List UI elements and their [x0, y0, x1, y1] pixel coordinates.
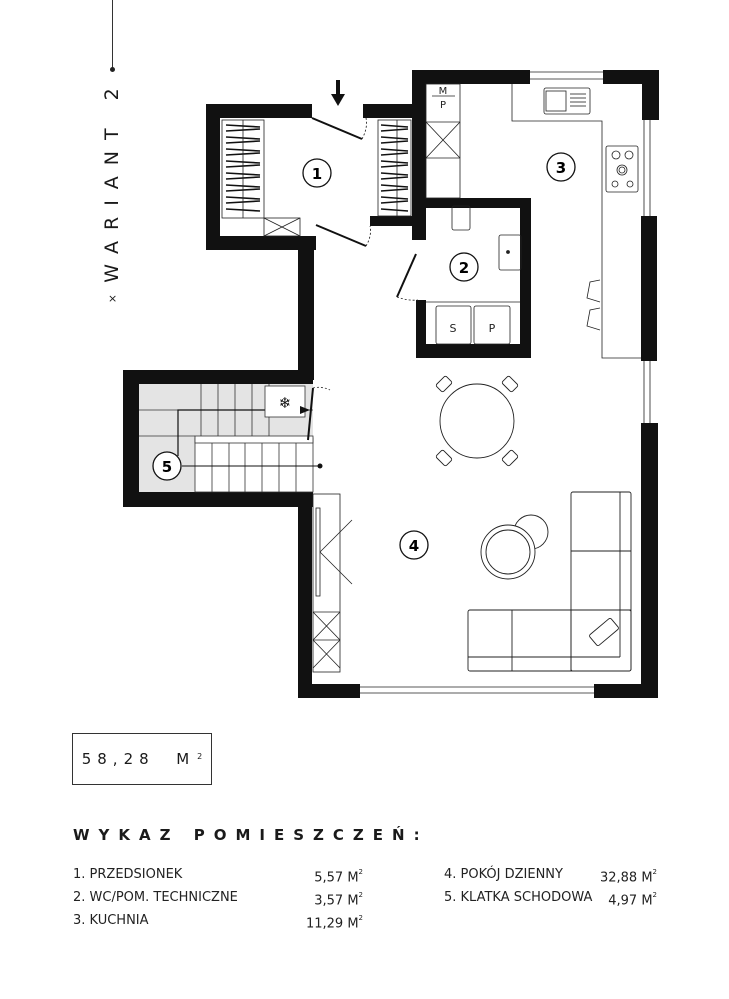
room-name: 5. KLATKA SCHODOWA [444, 890, 593, 905]
room-name: 2. WC/POM. TECHNICZNE [73, 890, 238, 905]
room-row: 5. KLATKA SCHODOWA 4,97 M2 [444, 889, 657, 912]
dryer-label: P [489, 322, 496, 335]
room-number-3: 3 [556, 159, 566, 177]
total-area-unit: M [176, 750, 196, 768]
rooms-list-title: WYKAZ POMIESZCZEŃ: [73, 826, 429, 844]
total-area-value: 58,28 [81, 750, 155, 768]
room-row: 3. KUCHNIA 11,29 M2 [73, 912, 363, 935]
side-divider-line [112, 0, 113, 70]
rooms-list-column-2: 4. POKÓJ DZIENNY 32,88 M2 5. KLATKA SCHO… [444, 866, 657, 912]
variant-side-label: WARIANT 2 × [40, 0, 123, 310]
room-row: 4. POKÓJ DZIENNY 32,88 M2 [444, 866, 657, 889]
washer-label: S [450, 322, 457, 335]
room-name: 1. PRZEDSIONEK [73, 867, 183, 882]
room-area: 4,97 [608, 893, 638, 909]
room-area: 11,29 [305, 916, 344, 932]
rooms-list-column-1: 1. PRZEDSIONEK 5,57 M2 2. WC/POM. TECHNI… [73, 866, 363, 935]
room-area-exp: 2 [652, 868, 657, 876]
room-area-exp: 2 [358, 891, 363, 899]
room-area: 3,57 [314, 893, 344, 909]
room-number-1: 1 [312, 165, 322, 183]
side-dot [110, 67, 115, 72]
total-area-exp: 2 [197, 751, 203, 761]
room-area: 32,88 [599, 870, 638, 886]
column-p-label: P [440, 100, 446, 111]
snowflake-icon: ❄ [279, 394, 292, 412]
room-area-unit: M [641, 870, 653, 886]
room-name: 3. KUCHNIA [73, 913, 149, 928]
close-mark-icon: × [108, 292, 118, 305]
room-row: 1. PRZEDSIONEK 5,57 M2 [73, 866, 363, 889]
room-area-unit: M [641, 893, 653, 909]
room-number-4: 4 [409, 537, 419, 555]
entrance-arrow-icon [331, 80, 345, 106]
floor-plan: ❄ [123, 70, 659, 698]
room-area-exp: 2 [358, 914, 363, 922]
room-area-unit: M [347, 893, 359, 909]
room-area-exp: 2 [358, 868, 363, 876]
room-number-5: 5 [162, 458, 172, 476]
room-number-2: 2 [459, 259, 469, 277]
room-area-unit: M [347, 870, 359, 886]
room-area: 5,57 [314, 870, 344, 886]
room-name: 4. POKÓJ DZIENNY [444, 867, 563, 882]
room-area-exp: 2 [652, 891, 657, 899]
room-row: 2. WC/POM. TECHNICZNE 3,57 M2 [73, 889, 363, 912]
room-area-unit: M [347, 916, 359, 932]
column-m-label: M [439, 86, 448, 97]
